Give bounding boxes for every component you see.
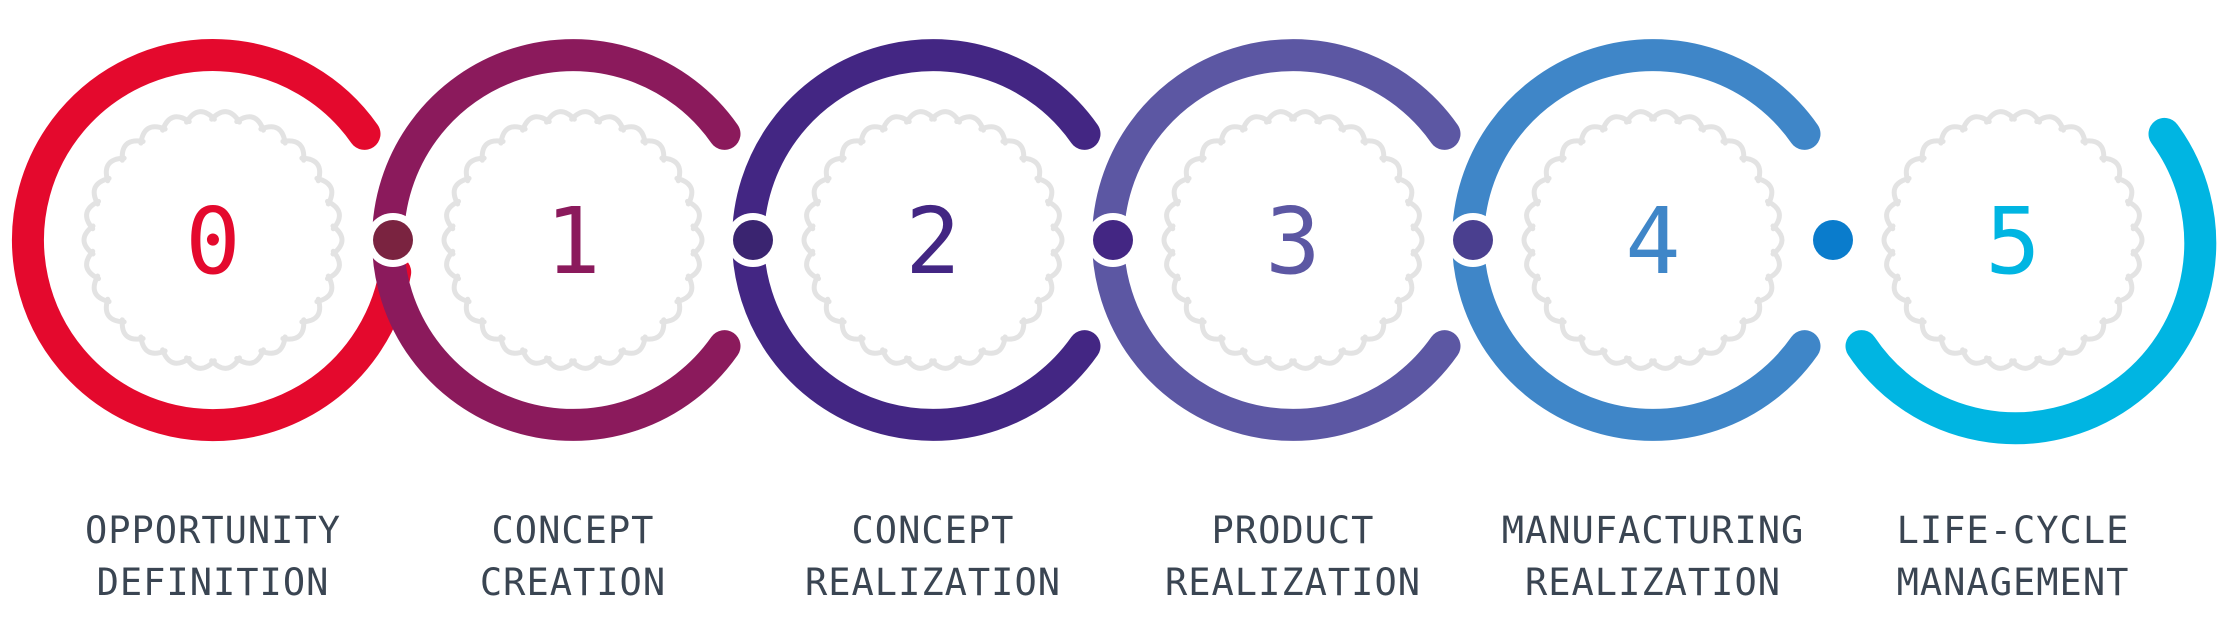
- connector-dot-0: [373, 220, 413, 260]
- tick-mark: [479, 138, 506, 163]
- stage-ring-arc-top-3: [1092, 39, 1461, 256]
- stage-label-1: CONCEPT CREATION: [408, 505, 738, 609]
- tick-ring-0: [81, 109, 345, 371]
- stage-number-3: 3: [1265, 188, 1320, 295]
- tick-mark: [1698, 334, 1728, 356]
- stage-ring-arc-bottom-1: [372, 224, 741, 441]
- stage-number-0: 0: [185, 188, 240, 295]
- tick-mark: [498, 124, 528, 146]
- stage-label-3-line2: REALIZATION: [1164, 561, 1422, 604]
- tick-mark: [1183, 296, 1207, 325]
- stage-label-5: LIFE-CYCLE MANAGEMENT: [1848, 505, 2178, 609]
- stage-label-4: MANUFACTURING REALIZATION: [1488, 505, 1818, 609]
- stage-ring-arc-5: [1845, 117, 2217, 445]
- stage-label-3-line1: PRODUCT: [1211, 509, 1375, 552]
- tick-mark: [1360, 317, 1387, 342]
- tick-mark: [1199, 138, 1226, 163]
- stage-label-1-line2: CREATION: [479, 561, 667, 604]
- tick-mark: [258, 334, 288, 356]
- tick-mark: [103, 296, 127, 325]
- tick-mark: [138, 124, 168, 146]
- tick-mark: [2080, 317, 2107, 342]
- tick-mark: [1218, 124, 1248, 146]
- tick-mark: [1000, 317, 1027, 342]
- tick-mark: [684, 198, 702, 232]
- tick-mark: [978, 334, 1008, 356]
- stage-ring-arc-top-1: [372, 39, 741, 256]
- tick-mark: [119, 138, 146, 163]
- tick-mark: [1338, 334, 1368, 356]
- tick-mark: [2124, 198, 2142, 232]
- stage-label-3: PRODUCT REALIZATION: [1128, 505, 1458, 609]
- tick-mark: [823, 296, 847, 325]
- stage-number-4: 4: [1625, 188, 1680, 295]
- tick-mark: [1379, 155, 1403, 184]
- stage-number-5: 5: [1985, 188, 2040, 295]
- tick-mark: [2058, 334, 2088, 356]
- tick-mark: [839, 138, 866, 163]
- tick-mark: [1559, 138, 1586, 163]
- stage-label-5-line1: LIFE-CYCLE: [1896, 509, 2130, 552]
- stage-number-2: 2: [905, 188, 960, 295]
- stage-ring-arc-top-4: [1452, 39, 1821, 256]
- tick-mark: [463, 296, 487, 325]
- tick-ring-3: [1161, 109, 1425, 371]
- tick-ring-5: [1881, 109, 2145, 371]
- stage-ring-arc-top-2: [732, 39, 1101, 256]
- tick-mark: [324, 198, 342, 232]
- tick-mark: [1543, 296, 1567, 325]
- connector-dot-1: [733, 220, 773, 260]
- stage-label-0-line2: DEFINITION: [96, 561, 330, 604]
- stage-ring-arc-bottom-3: [1092, 224, 1461, 441]
- connector-dot-2: [1093, 220, 1133, 260]
- tick-ring-2: [801, 109, 1065, 371]
- tick-mark: [280, 317, 307, 342]
- stage-label-5-line2: MANAGEMENT: [1896, 561, 2130, 604]
- tick-mark: [1938, 124, 1968, 146]
- stage-number-1: 1: [545, 188, 600, 295]
- tick-mark: [1044, 198, 1062, 232]
- tick-mark: [1578, 124, 1608, 146]
- tick-mark: [1903, 296, 1927, 325]
- tick-ring-4: [1521, 109, 1785, 371]
- stage-label-2: CONCEPT REALIZATION: [768, 505, 1098, 609]
- tick-mark: [299, 155, 323, 184]
- connector-dot-3: [1453, 220, 1493, 260]
- stage-label-4-line2: REALIZATION: [1524, 561, 1782, 604]
- stage-label-1-line1: CONCEPT: [491, 509, 655, 552]
- stage-label-2-line2: REALIZATION: [804, 561, 1062, 604]
- tick-mark: [640, 317, 667, 342]
- tick-ring-1: [441, 109, 705, 371]
- tick-mark: [1739, 155, 1763, 184]
- tick-mark: [618, 334, 648, 356]
- stage-ring-arc-bottom-4: [1452, 224, 1821, 441]
- tick-mark: [858, 124, 888, 146]
- tick-mark: [659, 155, 683, 184]
- stage-ring-arc-0: [12, 39, 412, 442]
- tick-mark: [1919, 138, 1946, 163]
- tick-mark: [1720, 317, 1747, 342]
- stage-ring-arc-bottom-2: [732, 224, 1101, 441]
- stage-label-0-line1: OPPORTUNITY: [84, 509, 342, 552]
- stage-label-0: OPPORTUNITY DEFINITION: [48, 505, 378, 609]
- stage-label-4-line1: MANUFACTURING: [1501, 509, 1805, 552]
- tick-mark: [1404, 198, 1422, 232]
- tick-mark: [2099, 155, 2123, 184]
- tick-mark: [1019, 155, 1043, 184]
- connector-dot-4: [1813, 220, 1853, 260]
- tick-mark: [1764, 198, 1782, 232]
- stage-label-2-line1: CONCEPT: [851, 509, 1015, 552]
